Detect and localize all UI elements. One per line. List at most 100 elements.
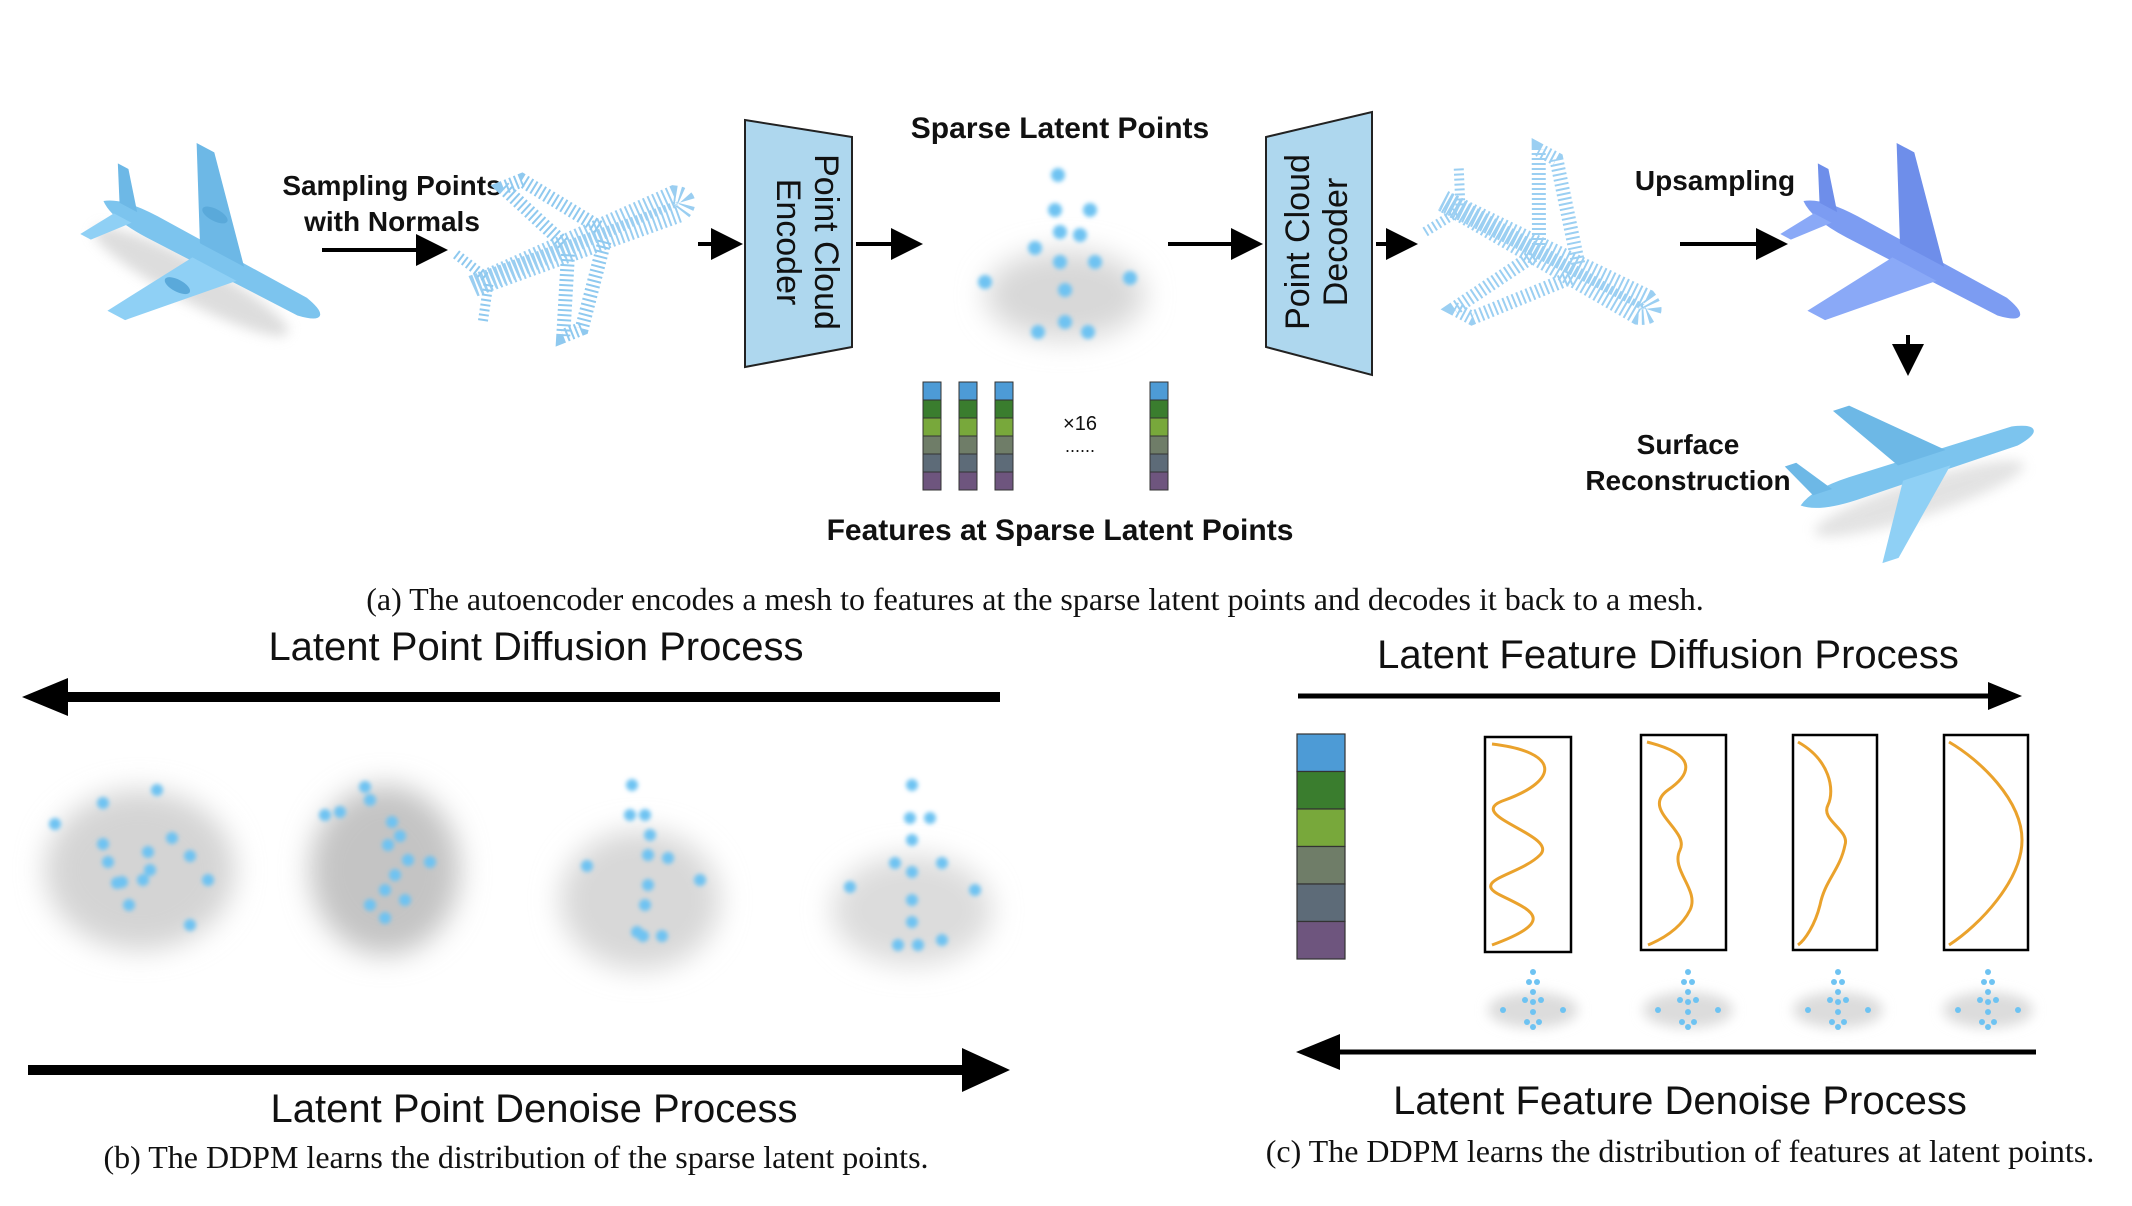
latent-point [1835, 1009, 1841, 1015]
feature-cell [1149, 417, 1169, 437]
latent-point [1835, 989, 1841, 995]
latent-point [1526, 979, 1532, 985]
latent-point [1530, 969, 1536, 975]
distribution-box-4 [1942, 733, 2030, 952]
latent-point [1827, 997, 1833, 1003]
feature-cell [1296, 808, 1346, 848]
decoded-point-cloud-icon [1420, 138, 1662, 326]
latent-point [1530, 989, 1536, 995]
latent-point [1685, 989, 1691, 995]
latent-point [1538, 997, 1544, 1003]
small-latent-clouds-c [1488, 969, 2033, 1030]
latent-point [1865, 1007, 1871, 1013]
latent-point [1985, 1024, 1991, 1030]
latent-point-diffusion-title: Latent Point Diffusion Process [268, 625, 803, 669]
feature-cell [1296, 733, 1346, 773]
feature-cell [958, 435, 978, 455]
latent-point [2015, 1007, 2021, 1013]
latent-point [1955, 1007, 1961, 1013]
latent-point [1715, 1007, 1721, 1013]
encoder-label-line2: Encoder [769, 179, 807, 306]
latent-point [1685, 969, 1691, 975]
upsampling-label: Upsampling [1635, 165, 1795, 196]
clean-latent-cloud-4 [832, 779, 992, 965]
latent-point [1522, 997, 1528, 1003]
feature-cell [1149, 471, 1169, 491]
sparse-latent-title: Sparse Latent Points [911, 112, 1209, 145]
point-cloud-airplane-icon [451, 172, 696, 347]
feature-cell [994, 471, 1014, 491]
latent-point [1985, 969, 1991, 975]
caption-a: (a) The autoencoder encodes a mesh to fe… [366, 581, 1704, 617]
feature-cell [922, 417, 942, 437]
latent-point [1835, 1024, 1841, 1030]
noisy-latent-cloud-1 [45, 784, 235, 950]
latent-point [1530, 1009, 1536, 1015]
decoder-label-line1: Point Cloud [1279, 154, 1317, 330]
feature-cell [1149, 435, 1169, 455]
surface-label-line1: Surface [1637, 429, 1740, 460]
encoder-label-line1: Point Cloud [807, 154, 845, 330]
feature-cell [922, 381, 942, 401]
feature-cell [994, 453, 1014, 473]
feature-cell [994, 381, 1014, 401]
feature-cell [1296, 883, 1346, 923]
feature-cell [1296, 845, 1346, 885]
latent-point [1530, 1024, 1536, 1030]
surface-reconstruction-airplane-icon [1784, 405, 2034, 564]
feature-cell [1149, 453, 1169, 473]
airplane-mesh-icon [80, 142, 321, 337]
decoder-label-line2: Decoder [1317, 178, 1355, 307]
feature-cell [994, 417, 1014, 437]
feature-cell [922, 471, 942, 491]
latent-point [1835, 999, 1841, 1005]
noisy-latent-cloud-2 [310, 781, 460, 955]
latent-point [1843, 997, 1849, 1003]
caption-c: (c) The DDPM learns the distribution of … [1266, 1133, 2095, 1169]
feature-cell [1149, 381, 1169, 401]
ellipsis-label: ...... [1065, 436, 1095, 456]
latent-point [1835, 969, 1841, 975]
feature-cell [1296, 770, 1346, 810]
sparse-latent-points [978, 168, 1145, 340]
latent-point [1839, 979, 1845, 985]
latent-point [1685, 1024, 1691, 1030]
point-cloud-encoder-block: Point Cloud Encoder [744, 118, 853, 369]
feature-cell [958, 453, 978, 473]
latent-point [1534, 979, 1540, 985]
feature-cell [994, 435, 1014, 455]
feature-cell [994, 399, 1014, 419]
latent-point [1691, 1019, 1697, 1025]
sampling-label-line1: Sampling Points [282, 170, 501, 201]
latent-point [1831, 979, 1837, 985]
feature-cell [1149, 399, 1169, 419]
distribution-box-1 [1483, 735, 1573, 954]
latent-point [1977, 997, 1983, 1003]
latent-point [1985, 999, 1991, 1005]
latent-point [1689, 979, 1695, 985]
latent-point [1981, 979, 1987, 985]
surface-label-line2: Reconstruction [1585, 465, 1790, 496]
feature-cell [922, 435, 942, 455]
arrow-feature-denoise-left [1296, 1034, 2036, 1070]
latent-point [1679, 1019, 1685, 1025]
latent-point [1979, 1019, 1985, 1025]
arrow-diffusion-left [22, 678, 1000, 716]
latent-point [1693, 997, 1699, 1003]
latent-feature-denoise-title: Latent Feature Denoise Process [1393, 1079, 1967, 1123]
arrow-denoise-right [28, 1048, 1010, 1092]
latent-point [1989, 979, 1995, 985]
latent-point [1530, 999, 1536, 1005]
feature-cell [958, 381, 978, 401]
latent-point [1841, 1019, 1847, 1025]
distribution-box-3 [1791, 733, 1879, 952]
latent-point [1655, 1007, 1661, 1013]
distribution-box-2 [1639, 733, 1728, 952]
latent-point [1524, 1019, 1530, 1025]
latent-point [1685, 999, 1691, 1005]
latent-point-denoise-title: Latent Point Denoise Process [271, 1087, 798, 1131]
multiplier-label: ×16 [1063, 413, 1097, 435]
feature-cell [922, 399, 942, 419]
feature-cell [922, 453, 942, 473]
